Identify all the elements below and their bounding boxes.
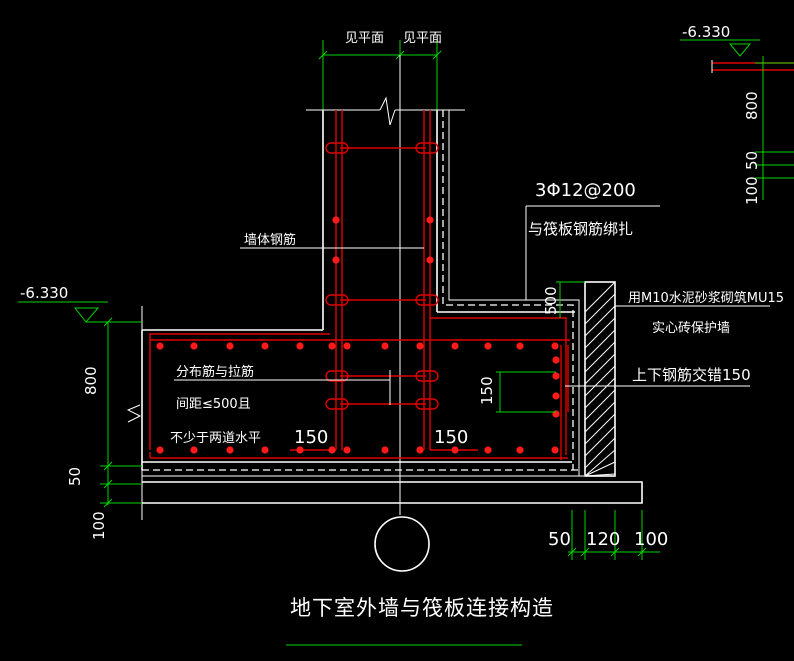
- rebar-dot: [416, 342, 424, 350]
- rebar-dot: [552, 392, 560, 400]
- top-dimension: 见平面 见平面: [318, 31, 442, 112]
- top-right-elevation: -6.330 800 50 100: [680, 23, 794, 205]
- rebar-dot: [296, 446, 304, 454]
- hatch-line: [584, 341, 616, 373]
- brick-protection-wall: [584, 281, 616, 477]
- hatch-line: [584, 305, 616, 337]
- rebar-dot: [416, 446, 424, 454]
- dim-150-vertical: 150: [478, 376, 496, 405]
- see-plan-left-label: 见平面: [345, 31, 384, 46]
- hatch-line: [584, 425, 616, 457]
- hatch-line: [584, 473, 616, 477]
- distribution-note-2: 间距≤500且: [176, 397, 251, 412]
- rebar-dot: [426, 216, 434, 224]
- rebar-dot: [332, 216, 340, 224]
- dim-500: 500: [542, 286, 560, 315]
- masonry-note-1: 用M10水泥砂浆砌筑MU15: [628, 290, 784, 306]
- rebar-dot: [551, 446, 559, 454]
- rebar-dot: [552, 356, 560, 364]
- hatch-line: [584, 281, 616, 313]
- dim-bottom-100: 100: [634, 529, 668, 550]
- rebar-dot: [426, 256, 434, 264]
- tie-note-label: 与筏板钢筋绑扎: [528, 220, 633, 238]
- wall-rebar-label: 墙体钢筋: [244, 232, 296, 248]
- rebar-dot: [261, 342, 269, 350]
- rebar-dot: [226, 342, 234, 350]
- rebar-dot: [296, 342, 304, 350]
- hatch-line: [584, 353, 616, 385]
- rebar-dot: [332, 256, 340, 264]
- annotations: 3Φ12@200 与筏板钢筋绑扎 墙体钢筋 分布筋与拉筋 间距≤500且 不少于…: [170, 180, 784, 448]
- rebar-dot: [381, 342, 389, 350]
- hatch-line: [584, 329, 616, 361]
- hatch-line: [584, 413, 616, 445]
- hatch-line: [584, 389, 616, 421]
- rebar-layout: [149, 110, 570, 460]
- left-elevation: -6.330: [18, 284, 142, 323]
- bottom-dims: 50 120 100: [548, 510, 668, 560]
- dim-100: 100: [90, 511, 108, 540]
- dim-50: 50: [66, 467, 84, 486]
- rebar-dot: [381, 446, 389, 454]
- rebar-dot: [343, 446, 351, 454]
- dim-bottom-50: 50: [548, 529, 571, 550]
- drawing-title: 地下室外墙与筏板连接构造: [286, 596, 554, 646]
- rebar-dot: [484, 446, 492, 454]
- title-text: 地下室外墙与筏板连接构造: [290, 596, 554, 620]
- hatch-line: [584, 437, 616, 469]
- hatch-line: [584, 449, 616, 477]
- rebar-dot: [328, 446, 336, 454]
- rebar-dot: [190, 342, 198, 350]
- dim-800-right: 800: [743, 91, 761, 120]
- rebar-dot: [552, 410, 560, 418]
- dim-bottom-120: 120: [586, 529, 620, 550]
- dim-50-right: 50: [743, 151, 761, 170]
- rebar-dot: [451, 446, 459, 454]
- masonry-note-2: 实心砖保护墙: [652, 321, 730, 336]
- rebar-dot: [261, 446, 269, 454]
- lap-note-label: 上下钢筋交错150: [632, 366, 751, 384]
- rebar-dot: [343, 342, 351, 350]
- elevation-label-top-right: -6.330: [682, 23, 730, 41]
- rebar-dot: [551, 342, 559, 350]
- dim-100-right: 100: [743, 176, 761, 205]
- hatch-line: [584, 401, 616, 433]
- hatch-line: [584, 317, 616, 349]
- rebar-dot: [516, 342, 524, 350]
- rebar-dot: [552, 372, 560, 380]
- rebar-dot: [190, 446, 198, 454]
- rebar-dot: [451, 342, 459, 350]
- rebar-dot: [328, 342, 336, 350]
- distribution-note-1: 分布筋与拉筋: [176, 364, 254, 380]
- rebar-dots: [156, 216, 560, 454]
- hatch-line: [584, 377, 616, 409]
- rebar-dot: [156, 342, 164, 350]
- dim-800: 800: [82, 366, 100, 395]
- hatch-line: [584, 293, 616, 325]
- dim-150-right: 150: [434, 427, 468, 448]
- elevation-label-main: -6.330: [20, 284, 68, 302]
- dim-150-left: 150: [294, 427, 328, 448]
- rebar-dot: [156, 446, 164, 454]
- rebar-dot: [226, 446, 234, 454]
- rebar-dot: [484, 342, 492, 350]
- left-vertical-dims: 800 50 100: [66, 317, 142, 540]
- wall-outline: [141, 55, 643, 572]
- see-plan-right-label: 见平面: [403, 31, 442, 46]
- hatch-line: [584, 365, 616, 397]
- hatch-line: [584, 461, 616, 477]
- rebar-spec-label: 3Φ12@200: [535, 180, 636, 201]
- rebar-dot: [516, 446, 524, 454]
- distribution-note-3: 不少于两道水平: [170, 431, 261, 446]
